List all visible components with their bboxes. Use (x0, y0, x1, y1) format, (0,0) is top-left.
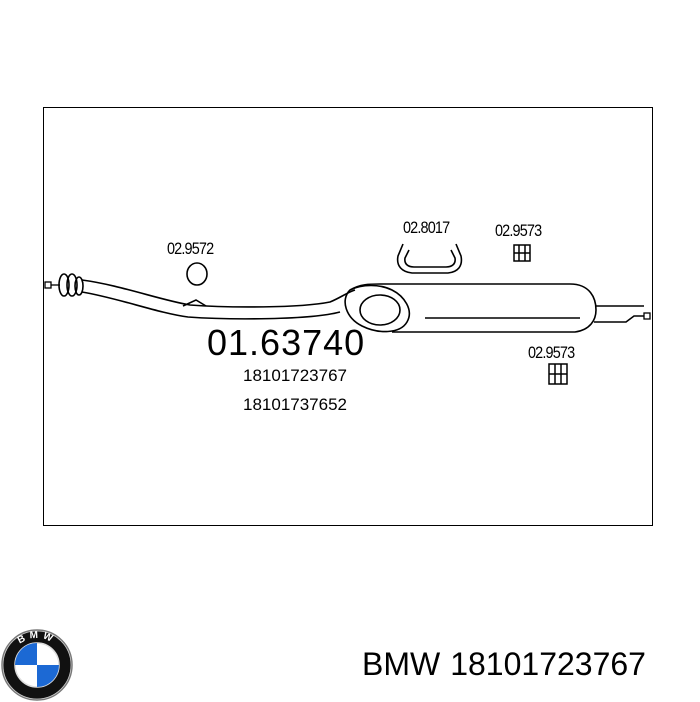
right-end-marker (643, 312, 651, 320)
oem-number: 18101723767 (243, 366, 348, 385)
left-end-marker (44, 281, 52, 289)
rubber-hanger-icon-top (513, 244, 531, 262)
component-label: 02.9573 (495, 221, 542, 240)
front-flange (58, 273, 84, 297)
brand-name: BMW (362, 646, 441, 682)
clamp-icon (396, 243, 463, 274)
diagram-frame (43, 107, 653, 526)
component-label: 02.9572 (167, 239, 214, 258)
front-pipe (81, 279, 356, 320)
part-number: 01.63740 (207, 322, 366, 363)
rear-silencer (344, 283, 644, 333)
oem-number: 18101737652 (243, 395, 348, 414)
part-number-caption: 18101723767 (450, 646, 646, 682)
ring-gasket-icon (186, 262, 208, 286)
rubber-hanger-icon-bottom (548, 363, 568, 385)
bmw-logo: BMW (1, 629, 73, 701)
component-label: 02.8017 (403, 218, 450, 237)
component-label: 02.9573 (528, 343, 575, 362)
